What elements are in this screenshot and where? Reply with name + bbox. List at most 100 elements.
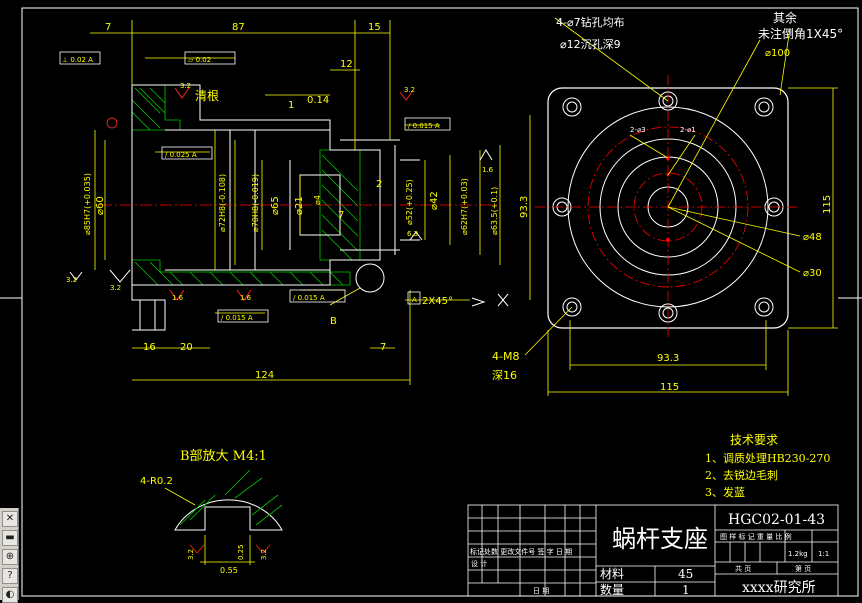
detail-dim-c: 0.25: [237, 544, 245, 560]
institute-name: xxxx研究所: [742, 580, 816, 596]
small-hole-1: 2-⌀3: [630, 126, 646, 134]
rough-16a: 1.6: [172, 294, 184, 302]
dia-4: ⌀4: [313, 195, 322, 205]
detail-dim-b: 3.2: [260, 549, 268, 560]
dim-124: 124: [255, 370, 274, 381]
detail-b-title: B部放大 M4:1: [180, 449, 267, 464]
gtol-run-3: / 0.015 A: [293, 294, 325, 302]
dia-42: ⌀42: [429, 191, 440, 210]
holes-note: 4-⌀7钻孔均布: [556, 15, 625, 29]
drawing-number: HGC02-01-43: [728, 512, 825, 528]
thread-note: 4-M8: [492, 350, 519, 363]
dia-52: ⌀52(+0.25): [405, 179, 414, 225]
close-icon[interactable]: ✕: [2, 511, 18, 527]
tech-req-title: 技术要求: [730, 433, 778, 447]
tb-date-label: 日 期: [533, 587, 549, 595]
side-toolbar: ✕ ▬ ⊕ ? ◐: [0, 508, 19, 603]
dim-87: 87: [232, 22, 245, 33]
dim-7-top: 7: [105, 22, 111, 33]
detail-dim-d: 0.55: [220, 566, 238, 575]
tech-requirements: 技术要求 1、调质处理HB230-270 2、去锐边毛刺 3、发蓝: [705, 433, 830, 499]
dia-63-5: ⌀63.5(+0.1): [490, 187, 499, 235]
rough-32c: 3.2: [66, 276, 77, 284]
target-icon[interactable]: ⊕: [2, 549, 18, 565]
dim-2: 2: [376, 179, 382, 190]
tb-revision-headers: 标记处数 更改文件号 签 字 日 期: [470, 547, 572, 556]
tb-designer: 设 计: [471, 559, 487, 568]
dia-62: ⌀62H7(+0.03): [460, 178, 469, 235]
tb-material-label: 材料: [600, 567, 624, 581]
detail-b-dims: [189, 535, 271, 565]
note-undercut: 清根: [195, 89, 219, 103]
rough-32b: 3.2: [404, 86, 415, 94]
rough-16b: 1.6: [240, 294, 252, 302]
tech-req-item-2: 2、去锐边毛刺: [705, 468, 778, 482]
dia-65: ⌀65: [270, 196, 281, 215]
dim-115-h: 115: [660, 382, 679, 393]
rough-32d: 3.2: [110, 284, 121, 292]
other-chamfer-1: 其余: [773, 10, 797, 25]
dim-16: 16: [143, 342, 156, 353]
datum-a: A: [412, 296, 417, 304]
dia-48: ⌀48: [803, 232, 822, 243]
rough-32a: 3.2: [180, 82, 191, 90]
drawing-frame: [0, 7, 862, 597]
dia-70: ⌀70H8(-0.019): [251, 174, 260, 232]
counterbore-note: ⌀12沉孔深9: [560, 38, 621, 51]
gtol-run-4: / 0.015 A: [221, 314, 253, 322]
rough-63: 6.3: [407, 230, 418, 238]
detail-b-hatch: [179, 469, 283, 526]
front-view: 87 15 7 12 1 0.14 16 20 124 7 2 7 2X45° …: [59, 20, 509, 385]
dia-72: ⌀72H8(-0.108): [218, 174, 227, 232]
tb-quantity-label: 数量: [600, 582, 624, 597]
dia-100: ⌀100: [765, 48, 790, 59]
dim-chamfer: 2X45°: [422, 296, 453, 307]
tb-sheet-no: 第 页: [795, 564, 811, 573]
title-block: 蜗杆支座 HGC02-01-43 图 样 标 记 重 量 比 例 1.2kg 1…: [467, 504, 839, 597]
detail-b: B部放大 M4:1 4-R0.2 3.2 3.2 0.25 0.55: [140, 449, 283, 575]
dia-30: ⌀30: [803, 268, 822, 279]
tech-req-item-1: 1、调质处理HB230-270: [705, 452, 830, 465]
gtol-flat: ▱ 0.02: [188, 56, 211, 64]
side-dimension-lines: [524, 17, 838, 396]
dim-20: 20: [180, 342, 193, 353]
dim-115-v: 115: [822, 195, 833, 214]
front-dimension-lines: [90, 20, 501, 385]
dim-93-3-h: 93.3: [657, 353, 679, 364]
dia-85: ⌀85H7(+0.035): [83, 173, 92, 235]
side-centerlines: [535, 75, 800, 340]
label-b: B: [330, 316, 337, 327]
dim-1: 1: [288, 100, 294, 111]
dim-93-3-v: 93.3: [519, 196, 530, 218]
dim-12: 12: [340, 59, 353, 70]
tb-scale: 1:1: [818, 550, 829, 558]
dim-15: 15: [368, 22, 381, 33]
dim-7-mid: 7: [338, 210, 344, 221]
tb-sheet-total: 共 页: [735, 564, 751, 573]
other-chamfer-2: 未注倒角1X45°: [758, 26, 843, 41]
roughness-symbols: [69, 87, 509, 307]
thread-depth: 深16: [492, 369, 517, 382]
panel-icon[interactable]: ▬: [2, 530, 18, 546]
side-view: 4-⌀7钻孔均布 ⌀12沉孔深9 其余 未注倒角1X45° ⌀100 ⌀48 ⌀…: [492, 10, 843, 396]
display-icon[interactable]: ◐: [2, 587, 18, 603]
gtol-frames: [59, 51, 451, 323]
gtol-run-1: / 0.025 A: [165, 151, 197, 159]
gtol-run-2: / 0.015 A: [408, 122, 440, 130]
dia-21: ⌀21: [294, 196, 305, 215]
tb-material-value: 45: [678, 567, 693, 581]
help-icon[interactable]: ?: [2, 568, 18, 584]
tb-quantity-value: 1: [682, 583, 690, 597]
section-hatch: [131, 84, 361, 286]
tech-req-item-3: 3、发蓝: [705, 485, 745, 499]
dim-7-bottom: 7: [380, 342, 386, 353]
small-hole-2: 2-⌀1: [680, 126, 696, 134]
dim-014: 0.14: [307, 95, 329, 106]
rough-16c: 1.6: [482, 166, 494, 174]
part-name: 蜗杆支座: [612, 525, 708, 553]
detail-dim-a: 3.2: [187, 549, 195, 560]
detail-radius-note: 4-R0.2: [140, 476, 173, 487]
detail-b-outline: [174, 499, 283, 531]
tb-weight: 1.2kg: [788, 550, 808, 558]
